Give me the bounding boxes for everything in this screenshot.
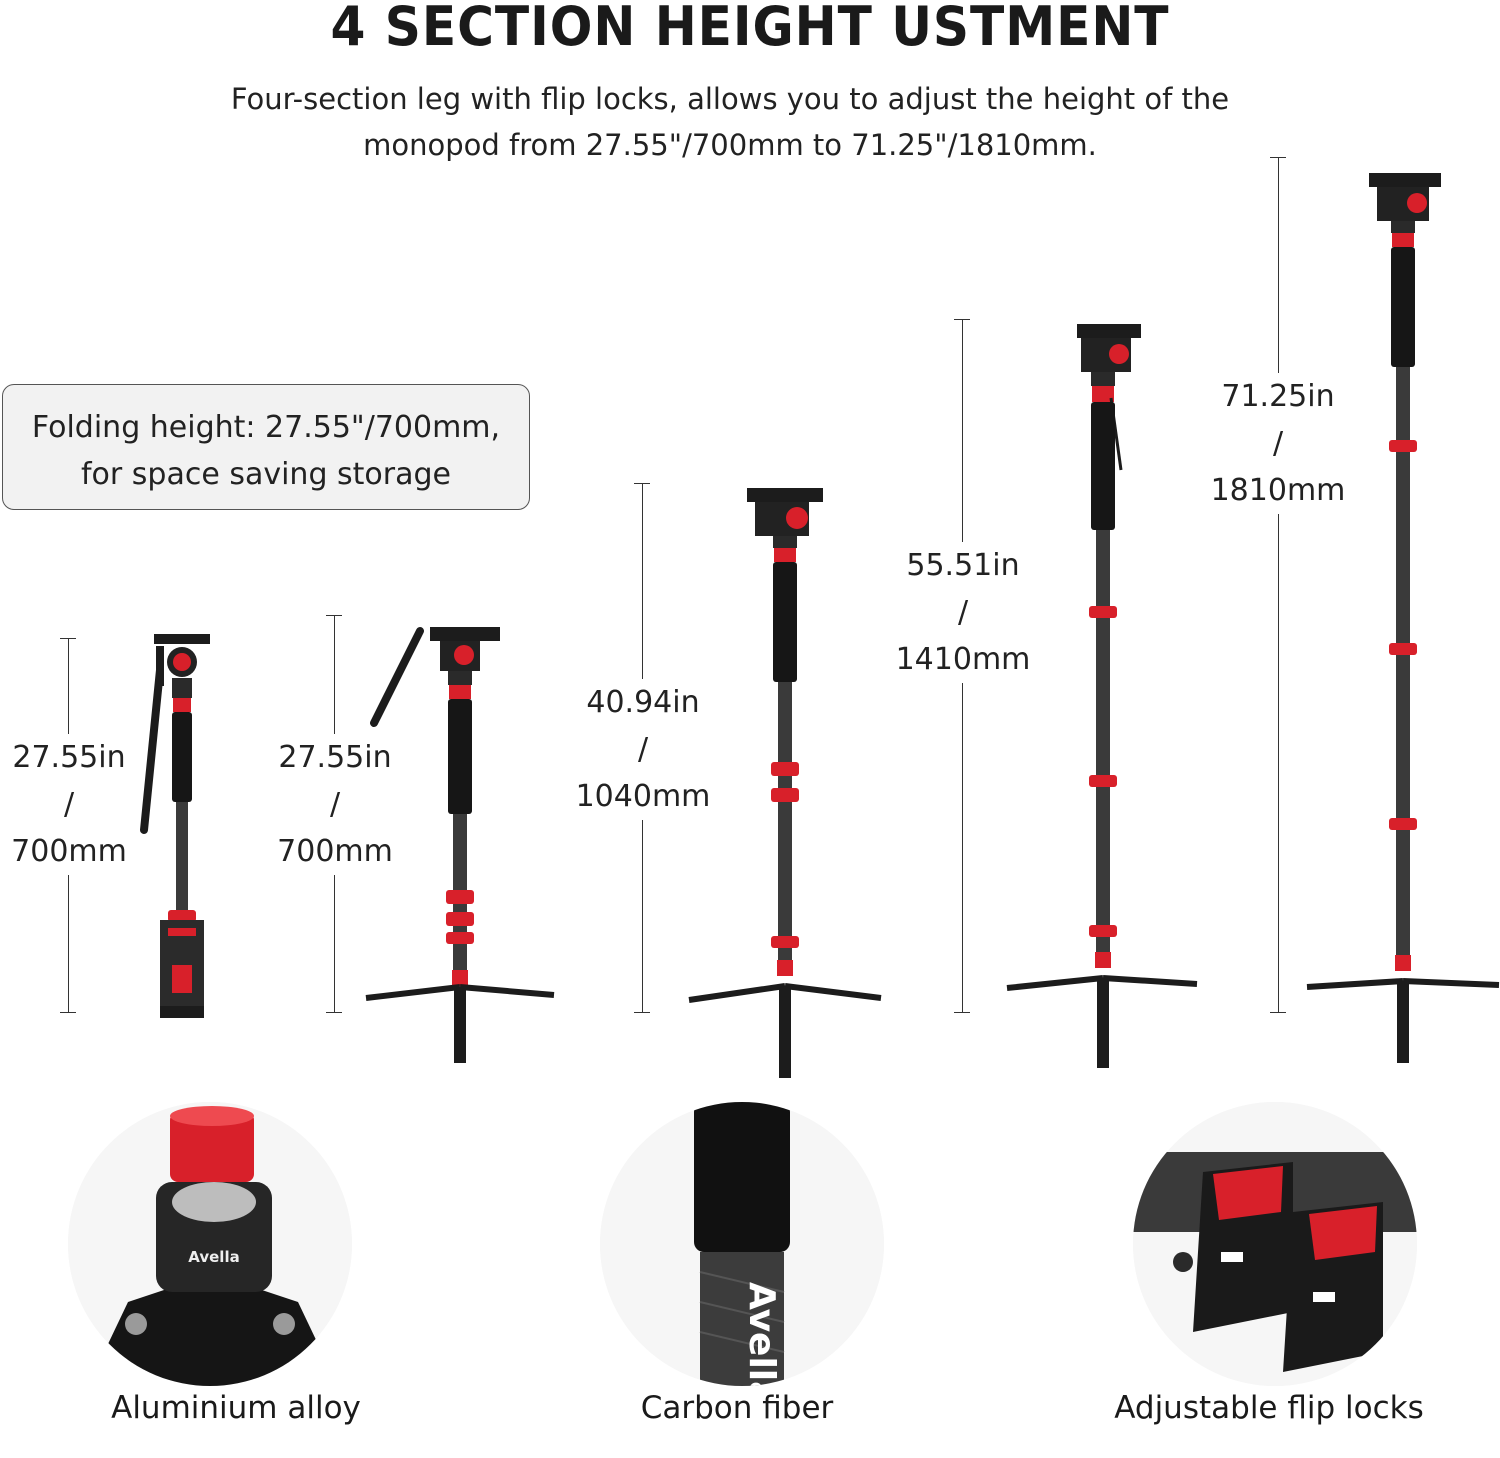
dimension-inch: 27.55in — [278, 740, 392, 775]
dimension-mm: 1040mm — [575, 779, 711, 814]
dimension-line — [1278, 157, 1279, 1013]
monopod-1410mm-image — [1006, 324, 1198, 1068]
monopod-700mm-image — [365, 627, 555, 1063]
dimension-bottom-cap — [326, 1012, 342, 1013]
dimension-sep: / — [1272, 426, 1284, 461]
callout-line-1: Folding height: 27.55"/700mm, — [31, 410, 501, 445]
page-subtitle: Four-section leg with flip locks, allows… — [150, 76, 1310, 168]
carbon-fiber-photo-icon: Avella — [600, 1102, 884, 1386]
dimension-mm: 700mm — [11, 834, 127, 869]
dimension-inch: 55.51in — [906, 548, 1020, 583]
dimension-inch: 40.94in — [586, 685, 700, 720]
folding-height-callout: Folding height: 27.55"/700mm, for space … — [2, 384, 530, 510]
subtitle-line-1: Four-section leg with flip locks, allows… — [230, 82, 1230, 116]
dimension-mm: 1410mm — [895, 642, 1031, 677]
page-title: 4 SECTION HEIGHT USTMENT — [330, 0, 1170, 58]
dimension-label: 27.55in / 700mm — [268, 734, 402, 875]
callout-line-2: for space saving storage — [81, 457, 451, 492]
caption-fliplocks: Adjustable flip locks — [1114, 1390, 1424, 1426]
caption-aluminium: Aluminium alloy — [111, 1390, 361, 1426]
aluminium-base-photo-icon: Avella — [68, 1102, 352, 1386]
svg-text:Avella: Avella — [188, 1248, 239, 1266]
dimension-inch: 71.25in — [1221, 379, 1335, 414]
dimension-label: 55.51in / 1410mm — [892, 542, 1034, 683]
monopod-folded-image — [140, 634, 210, 1018]
dimension-mm: 1810mm — [1210, 473, 1346, 508]
feature-fliplock-circle — [1133, 1102, 1417, 1386]
dimension-mm: 700mm — [277, 834, 393, 869]
dimension-sep: / — [957, 595, 969, 630]
dimension-sep: / — [637, 732, 649, 767]
dimension-label: 71.25in / 1810mm — [1206, 373, 1350, 514]
dimension-sep: / — [329, 787, 341, 822]
subtitle-line-2: monopod from 27.55"/700mm to 71.25"/1810… — [363, 128, 1097, 162]
caption-carbon: Carbon fiber — [640, 1390, 834, 1426]
carbon-logo-text: Avella — [741, 1282, 782, 1386]
dimension-sep: / — [63, 787, 75, 822]
dimension-label: 27.55in / 700mm — [2, 734, 136, 875]
dimension-bottom-cap — [60, 1012, 76, 1013]
dimension-bottom-cap — [1270, 1012, 1286, 1013]
dimension-label: 40.94in / 1040mm — [572, 679, 714, 820]
feature-carbon-circle: Avella — [600, 1102, 884, 1386]
dimension-bottom-cap — [634, 1012, 650, 1013]
monopod-1040mm-image — [688, 488, 882, 1078]
dimension-inch: 27.55in — [12, 740, 126, 775]
flip-lock-photo-icon — [1133, 1102, 1417, 1386]
dimension-bottom-cap — [954, 1012, 970, 1013]
feature-aluminium-circle: Avella — [68, 1102, 352, 1386]
monopod-1810mm-image — [1306, 173, 1500, 1063]
